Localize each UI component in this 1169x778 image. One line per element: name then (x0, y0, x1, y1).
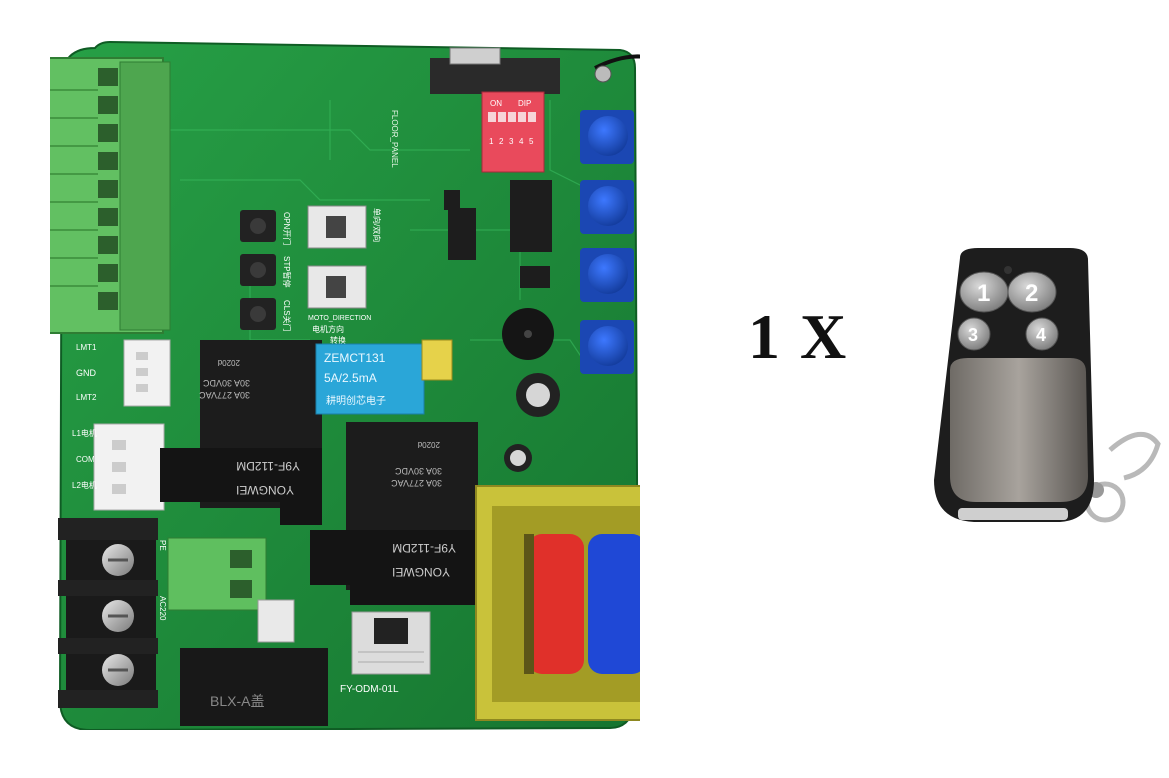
sensor-maker: 耕明创芯电子 (326, 394, 386, 407)
motor-direction-cn-label: 电机方向 (312, 324, 344, 334)
direction-cn-label: 单向/双向 (372, 208, 382, 242)
dip-num-5: 5 (529, 137, 534, 146)
cls-label: CLS关门 (282, 300, 292, 332)
remote-button-2: 2 (1007, 271, 1057, 313)
small-white-socket (257, 599, 295, 643)
slide-switches (307, 205, 367, 309)
relay1-rating-ac: 30A 277VAC (199, 390, 250, 400)
dip-num-2: 2 (499, 137, 504, 146)
input-terminal-block (50, 57, 171, 334)
quantity-label: 1 X (748, 301, 849, 372)
bottom-cap (180, 648, 328, 726)
relay1-brand: YONGWEI (236, 483, 294, 497)
com-label: COM (76, 455, 95, 464)
control-board-photo: FLOOR_PANEL ON DIP 1 2 3 4 5 (50, 40, 640, 730)
relay2-rating-ac: 30A 277VAC (391, 478, 442, 488)
svg-text:2: 2 (1025, 280, 1038, 307)
relay-1: 30A 30VDC 30A 277VAC 2020d Y9F-112DM YON… (160, 340, 322, 525)
lmt1-label: LMT1 (76, 343, 97, 352)
floor-panel-label: FLOOR_PANEL (390, 110, 399, 168)
heatsink (351, 611, 431, 675)
relay2-brand: YONGWEI (392, 565, 450, 579)
antenna-wire (594, 54, 640, 70)
relay-2: 2020d 30A 30VDC 30A 277VAC Y9F-112DM YON… (310, 422, 478, 605)
dip-num-3: 3 (509, 137, 514, 146)
sensor-model: ZEMCT131 (324, 351, 386, 365)
key-ring (1084, 432, 1161, 523)
remote-button-1: 1 (959, 271, 1009, 313)
small-terminal-block (167, 537, 267, 611)
heatsink-code: FY-ODM-01L (340, 684, 399, 695)
capacitors (504, 373, 560, 472)
tactile-buttons (240, 210, 276, 330)
remote-button-4: 4 (1025, 317, 1059, 351)
gnd-label: GND (76, 368, 97, 378)
opn-label: OPN开门 (282, 212, 292, 245)
sensor-rating: 5A/2.5mA (324, 371, 377, 385)
potentiometers (580, 110, 634, 374)
dip-on-label: ON (490, 99, 502, 108)
capacitor-yellow (421, 339, 453, 381)
l2-label: L2电机 (72, 480, 97, 490)
relay1-rating-dc: 30A 30VDC (202, 378, 250, 388)
power-terminal-block (58, 518, 158, 708)
lmt2-label: LMT2 (76, 393, 97, 402)
blue-coil (588, 534, 640, 674)
svg-text:3: 3 (968, 325, 978, 345)
dip-num-1: 1 (489, 137, 494, 146)
remote-led (1004, 266, 1012, 274)
bottom-cap-label: BLX-A盖 (210, 693, 264, 709)
ic-chips (444, 180, 552, 288)
red-coil (528, 534, 584, 674)
transformer (475, 485, 640, 721)
current-sensor: ZEMCT131 5A/2.5mA 耕明创芯电子 (315, 343, 425, 415)
relay2-model: Y9F-112DM (392, 541, 456, 555)
relay1-code: 2020d (218, 358, 240, 367)
l1-label: L1电机 (72, 428, 97, 438)
ac220-label: AC220 (158, 596, 167, 621)
relay2-code: 2020d (418, 440, 440, 449)
pe-label: PE (158, 540, 167, 551)
limit-connector (123, 339, 171, 407)
svg-text:4: 4 (1036, 325, 1046, 345)
svg-text:1: 1 (977, 280, 990, 307)
dip-switch: ON DIP 1 2 3 4 5 (481, 91, 545, 173)
turn-cn-label: 转换 (330, 335, 346, 345)
stp-label: STP暂停 (282, 256, 292, 288)
dip-num-4: 4 (519, 137, 524, 146)
dip-label: DIP (518, 99, 531, 108)
relay2-rating-dc: 30A 30VDC (394, 466, 442, 476)
remote-control-photo: 1 2 3 4 (934, 248, 1161, 523)
remote-button-3: 3 (957, 317, 991, 351)
motor-connector (93, 423, 165, 511)
motor-direction-label: MOTO_DIRECTION (308, 315, 371, 322)
relay1-model: Y9F-112DM (236, 459, 300, 473)
